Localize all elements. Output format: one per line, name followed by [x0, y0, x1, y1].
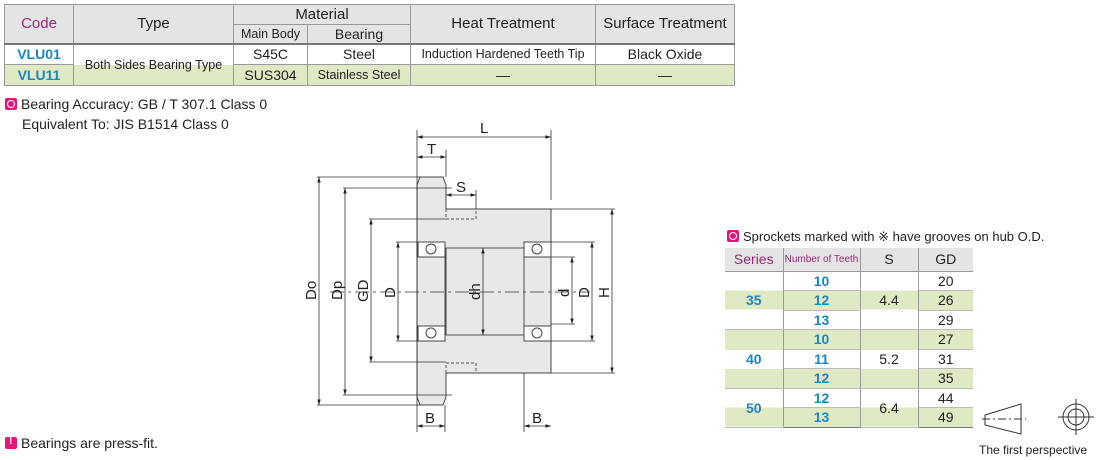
bearing-cell: Stainless Steel [307, 64, 411, 86]
teeth-cell: 12 [783, 388, 861, 408]
heat-cell: — [410, 64, 596, 86]
gd-cell: 26 [918, 290, 973, 311]
s-cell: 6.4 [860, 388, 919, 428]
header-surface-treatment: Surface Treatment [595, 4, 735, 44]
table-row: 11 31 [725, 349, 973, 369]
accuracy-text: Bearing Accuracy: GB / T 307.1 Class 0 [21, 96, 268, 112]
dim-Do: Do [303, 281, 320, 300]
header-code: Code [4, 4, 74, 44]
dim-S: S [456, 179, 466, 196]
header-s: S [860, 248, 919, 272]
dim-B-right: B [532, 410, 542, 427]
dim-H: H [596, 287, 613, 298]
dim-dh: dh [467, 283, 484, 300]
teeth-cell: 10 [783, 329, 861, 350]
header-series: Series [725, 248, 784, 272]
series-cell: 40 [725, 329, 784, 389]
projection-label: The first perspective [979, 443, 1088, 457]
gd-cell: 20 [918, 271, 973, 291]
gd-cell: 31 [918, 349, 973, 369]
s-cell: 5.2 [860, 329, 919, 389]
teeth-cell: 10 [783, 271, 861, 291]
series-cell: 35 [725, 271, 784, 330]
warning-icon [5, 436, 17, 449]
gd-cell: 49 [918, 407, 973, 428]
teeth-cell: 12 [783, 368, 861, 389]
type-cell: Both Sides Bearing Type [73, 42, 234, 86]
table-row: 12 35 [725, 368, 973, 389]
gd-cell: 29 [918, 310, 973, 330]
teeth-cell: 13 [783, 407, 861, 428]
dim-L: L [480, 120, 488, 137]
header-gd: GD [918, 248, 973, 272]
bearing-cell: Steel [307, 42, 411, 65]
bearing-icons [417, 241, 552, 342]
main-body-cell: SUS304 [233, 64, 308, 86]
code-cell: VLU11 [4, 64, 74, 86]
teeth-cell: 13 [783, 310, 861, 330]
gd-cell: 44 [918, 388, 973, 408]
header-material: Material [233, 4, 411, 25]
circle-bullet-icon [727, 230, 739, 242]
accuracy-note: Bearing Accuracy: GB / T 307.1 Class 0 [5, 96, 267, 112]
dim-B-left: B [425, 410, 435, 427]
press-fit-text: Bearings are press-fit. [21, 435, 158, 451]
equivalent-note: Equivalent To: JIS B1514 Class 0 [22, 116, 229, 132]
dim-GD: GD [355, 279, 372, 302]
press-fit-note: Bearings are press-fit. [5, 435, 158, 451]
teeth-cell: 11 [783, 349, 861, 369]
header-heat-treatment: Heat Treatment [410, 4, 596, 44]
code-cell: VLU01 [4, 42, 74, 65]
main-body-cell: S45C [233, 42, 308, 65]
table-row: VLU11 SUS304 Stainless Steel — — [4, 64, 735, 86]
dim-D-right: D [576, 287, 593, 298]
circle-bullet-icon [5, 98, 17, 110]
header-bearing: Bearing [307, 24, 411, 44]
material-spec-table: Code Type Material Heat Treatment Surfac… [4, 4, 735, 86]
dim-D-left: D [382, 287, 399, 298]
series-cell: 50 [725, 388, 784, 428]
gd-cell: 27 [918, 329, 973, 350]
surface-cell: — [595, 64, 735, 86]
header-teeth: Number of Teeth [783, 248, 861, 272]
heat-cell: Induction Hardened Teeth Tip [410, 42, 596, 65]
dim-d: d [556, 289, 573, 297]
gd-cell: 35 [918, 368, 973, 389]
table-row: 13 49 [725, 407, 973, 428]
grooves-text: Sprockets marked with ※ have grooves on … [743, 229, 1045, 244]
first-angle-projection-icon [982, 399, 1094, 435]
teeth-cell: 12 [783, 290, 861, 311]
s-cell: 4.4 [860, 271, 919, 330]
dim-T: T [427, 141, 436, 158]
dim-Dp: Dp [329, 281, 346, 300]
table-row: 13 29 [725, 310, 973, 330]
grooves-note: Sprockets marked with ※ have grooves on … [727, 229, 1044, 245]
